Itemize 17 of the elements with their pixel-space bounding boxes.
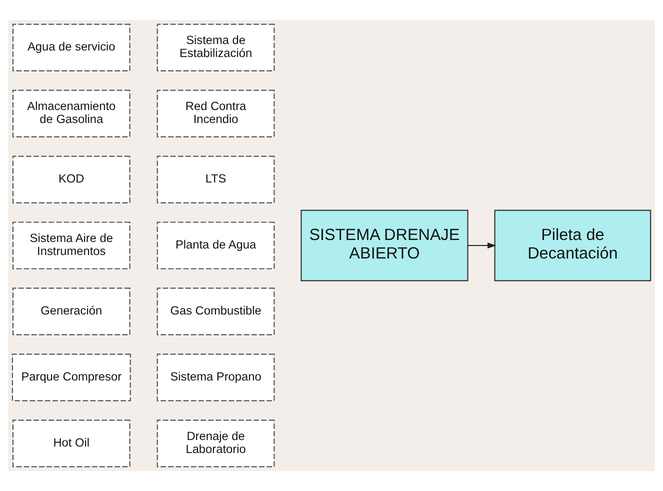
node-box: Generación bbox=[12, 288, 130, 336]
node-box: Drenaje de Laboratorio bbox=[156, 420, 275, 468]
node-box: Gas Combustible bbox=[156, 288, 275, 336]
node-box: Planta de Agua bbox=[156, 222, 275, 270]
arrow bbox=[468, 242, 496, 249]
node-box: Agua de servicio bbox=[12, 24, 130, 72]
node-box: Red Contra Incendio bbox=[156, 90, 275, 138]
node-box: Almacenamiento de Gasolina bbox=[12, 90, 130, 138]
node-box: Sistema de Estabilización bbox=[156, 24, 275, 72]
node-box: Sistema Aire de Instrumentos bbox=[12, 222, 130, 270]
node-box: SISTEMA DRENAJE ABIERTO bbox=[300, 210, 468, 282]
node-box: Parque Compresor bbox=[12, 354, 131, 402]
node-box: Hot Oil bbox=[12, 420, 130, 468]
node-box: LTS bbox=[156, 156, 275, 204]
node-box: Sistema Propano bbox=[156, 354, 275, 402]
node-box: Pileta de Decantación bbox=[494, 210, 652, 282]
node-box: KOD bbox=[12, 156, 130, 204]
